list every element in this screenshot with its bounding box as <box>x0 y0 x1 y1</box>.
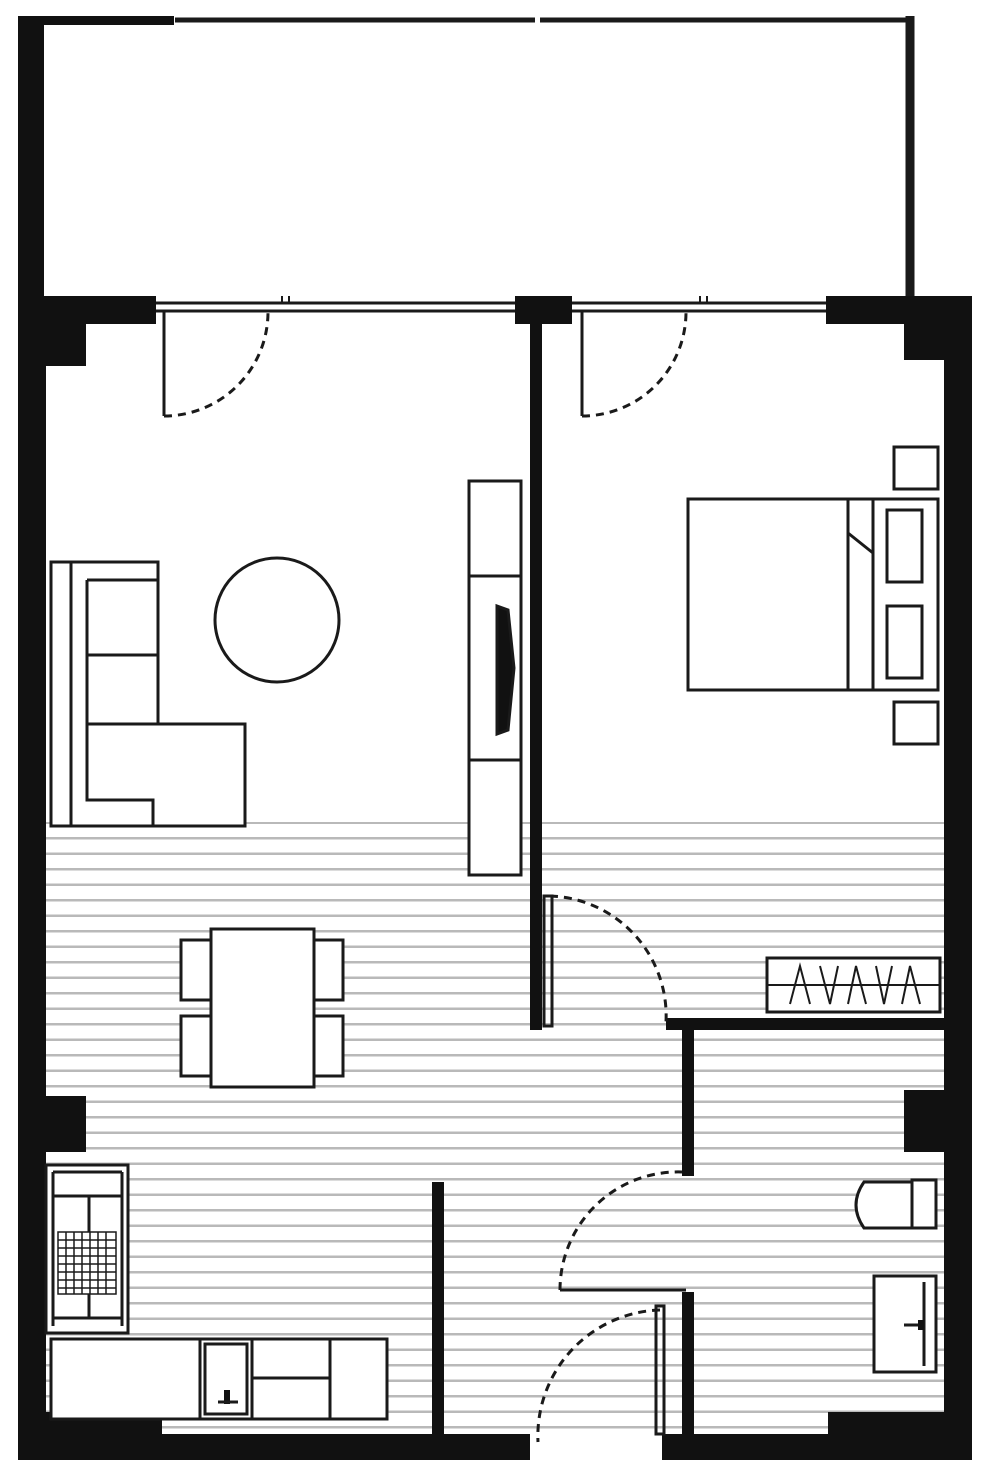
walls <box>18 296 972 1460</box>
dining-chair <box>179 938 217 1002</box>
dining-chair <box>179 1014 217 1078</box>
column-top-right <box>904 324 944 360</box>
nightstand-top <box>892 445 940 491</box>
pillow <box>885 508 924 584</box>
tv <box>495 603 516 737</box>
partition-bathroom-left-upper <box>682 1030 694 1176</box>
washbasin <box>872 1274 938 1374</box>
bathroom <box>854 1178 938 1374</box>
sofa <box>49 560 247 828</box>
hatched-floor-living <box>46 822 526 1438</box>
balcony-wall-left <box>18 18 44 300</box>
corner-bottom-right <box>828 1412 944 1434</box>
bed <box>686 497 940 692</box>
wall-right <box>944 296 972 1460</box>
bedroom-furniture <box>686 445 942 1014</box>
partition-bathroom-top <box>666 1018 944 1030</box>
door-swing-living <box>163 311 270 418</box>
column-top-left <box>46 324 86 366</box>
balcony-cap <box>18 16 174 25</box>
wall-left <box>18 296 46 1460</box>
toilet <box>854 1178 938 1230</box>
column-mid-right <box>904 1090 944 1152</box>
door-bedroom-hall <box>542 894 554 1028</box>
kitchen-counter <box>49 1337 389 1421</box>
wall-top-left <box>18 296 156 324</box>
column-mid-left <box>46 1096 86 1152</box>
wall-top-right <box>826 296 972 324</box>
pillow <box>885 604 924 680</box>
tv-unit <box>467 479 523 877</box>
doors <box>162 311 688 1443</box>
partition-kitchen <box>432 1182 444 1434</box>
partition-bedroom <box>530 318 542 1030</box>
round-table <box>213 556 341 684</box>
wall-bottom-right <box>662 1434 972 1460</box>
stove <box>57 1231 117 1295</box>
balcony <box>18 16 915 300</box>
wall-top-middle <box>515 296 572 324</box>
dining-set <box>179 927 345 1089</box>
nightstand-bottom <box>892 700 940 746</box>
windows <box>156 296 826 313</box>
door-swing-bedroom <box>581 311 688 418</box>
wardrobe <box>765 956 942 1014</box>
wall-bottom-left <box>18 1434 530 1460</box>
door-entry <box>654 1304 666 1436</box>
floor-hatching <box>46 822 944 1438</box>
dining-table <box>209 927 316 1089</box>
door-swing-entry <box>536 1308 661 1443</box>
partition-bathroom-left-lower <box>682 1292 694 1434</box>
kitchen <box>44 1163 389 1421</box>
living-furniture <box>49 479 523 877</box>
